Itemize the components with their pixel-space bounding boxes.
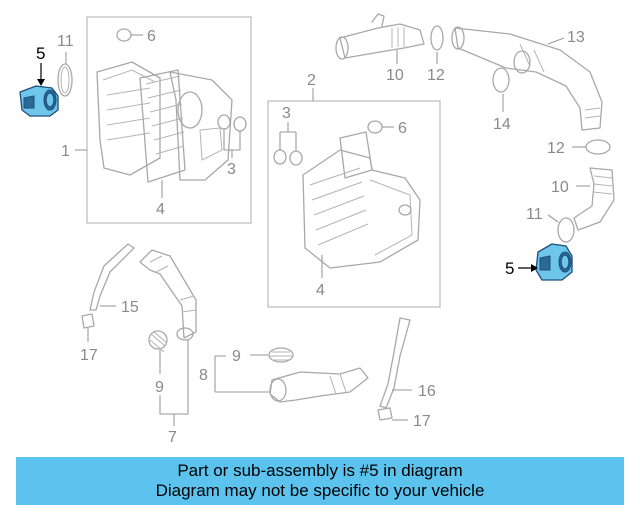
mass-airflow-sensor-left[interactable] (19, 63, 59, 117)
breather-hose-group-right (377, 317, 412, 421)
callout-11-right: 11 (526, 206, 543, 223)
grommet-3b-center (289, 150, 303, 166)
callout-12-lower: 12 (547, 140, 565, 157)
callout-6-left: 6 (147, 28, 156, 45)
callout-2: 2 (307, 72, 316, 89)
callout-6-center: 6 (398, 120, 407, 137)
clamp-14 (492, 67, 510, 93)
clamp-12-upper (430, 25, 444, 51)
part-info-banner: Part or sub-assembly is #5 in diagram Di… (16, 457, 624, 505)
callout-8: 8 (199, 367, 208, 384)
callout-16: 16 (418, 383, 436, 400)
grommet-6-center (367, 120, 383, 134)
callout-17-right: 17 (413, 413, 431, 430)
banner-line-2: Diagram may not be specific to your vehi… (155, 481, 485, 500)
air-cleaner-lower-housing (96, 61, 161, 176)
air-cleaner-upper-cover (169, 71, 233, 181)
callout-3-center: 3 (282, 105, 291, 122)
callout-4-left: 4 (156, 201, 165, 218)
intake-hose-10-lower (573, 167, 615, 231)
callout-1: 1 (61, 143, 70, 160)
grommet-6-left (116, 28, 132, 42)
breather-hose-16 (379, 317, 411, 409)
callout-7: 7 (168, 429, 177, 446)
callout-3-left: 3 (227, 161, 236, 178)
banner-line-1: Part or sub-assembly is #5 in diagram (177, 461, 463, 480)
air-filter-element (139, 69, 186, 183)
callout-12-upper: 12 (427, 67, 445, 84)
grommet-3b-left (233, 116, 247, 132)
callout-9-left: 9 (155, 379, 164, 396)
intake-pipe-group-center (214, 347, 369, 403)
grommet-3a-left (217, 114, 231, 130)
intake-hose-10-upper (339, 23, 425, 59)
hose-clip-17-left (81, 313, 95, 329)
intake-pipe-8 (269, 367, 369, 403)
breather-hose-group-left (81, 243, 197, 426)
screen-9-center (268, 347, 294, 363)
callout-10-upper: 10 (386, 67, 404, 84)
callout-4-center: 4 (316, 282, 325, 299)
hose-clamp-11-left (57, 52, 73, 97)
air-cleaner-group-left (75, 16, 252, 224)
intake-duct-upper-group (335, 13, 615, 243)
grommet-3a-center (273, 149, 287, 165)
air-cleaner-frame-left (86, 16, 252, 224)
breather-hose-15 (89, 243, 135, 311)
callout-5-left[interactable]: 5 (36, 44, 45, 63)
mass-airflow-sensor-right[interactable] (518, 243, 573, 281)
clamp-12-lower (585, 139, 611, 155)
callout-14: 14 (493, 116, 511, 133)
screen-9-left (148, 330, 168, 350)
hose-clip-17-right (377, 407, 393, 421)
air-cleaner-frame-center (267, 100, 441, 308)
callout-17-left: 17 (80, 347, 98, 364)
callout-13: 13 (567, 29, 585, 46)
callout-11-left: 11 (57, 33, 74, 50)
callout-5-right[interactable]: 5 (505, 259, 514, 278)
air-cleaner-group-center (267, 88, 441, 308)
hose-clamp-11-right (557, 217, 575, 243)
air-cleaner-center-housing (302, 149, 421, 269)
callout-15: 15 (121, 299, 139, 316)
intake-duct-13 (454, 27, 603, 131)
callout-9-center: 9 (232, 348, 241, 365)
intake-tube-7 (139, 249, 197, 339)
callout-10-lower: 10 (551, 179, 569, 196)
